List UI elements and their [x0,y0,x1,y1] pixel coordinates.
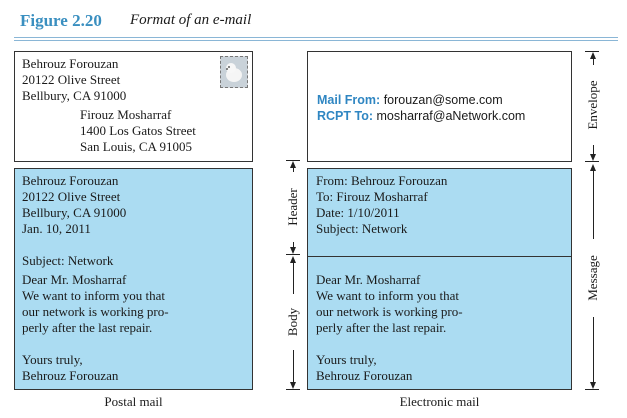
rcpt-to-value: mosharraf@aNetwork.com [377,109,526,123]
postal-sender-line: 20122 Olive Street [22,72,120,88]
envelope-bracket-bottom [585,161,599,162]
email-body-line: our network is working pro- [316,304,463,320]
body-arrow-down [290,382,296,389]
email-body-line: We want to inform you that [316,288,459,304]
letter-line: our network is working pro- [22,304,169,320]
email-header-line: From: Behrouz Forouzan [316,173,447,189]
letter-line: Dear Mr. Mosharraf [22,272,126,288]
body-bracket-bottom [286,389,300,390]
postal-sender-line: Bellbury, CA 91000 [22,88,126,104]
email-header-line: Date: 1/10/2011 [316,205,400,221]
letter-line: Yours truly, [22,352,83,368]
rcpt-to-label: RCPT To: [317,109,373,123]
header-arrow-down [290,247,296,254]
header-rule [14,40,618,41]
polar-bear-icon [221,57,247,87]
message-bracket-bottom [585,389,599,390]
postal-sender-line: Behrouz Forouzan [22,56,118,72]
letter-line: Jan. 10, 2011 [22,221,91,237]
mail-from-value: forouzan@some.com [384,93,503,107]
letter-line: Behrouz Forouzan [22,173,118,189]
header-body-divider [307,256,572,257]
email-body-line: Yours truly, [316,352,377,368]
letter-line: We want to inform you that [22,288,165,304]
figure-number: Figure 2.20 [20,11,102,31]
email-body-line: perly after the last repair. [316,320,446,336]
envelope-arrow-down [590,154,596,161]
postal-recipient-line: 1400 Los Gatos Street [80,123,196,139]
postal-caption: Postal mail [14,394,253,410]
figure-header: Figure 2.20 Format of an e-mail [14,6,614,34]
message-label: Message [585,239,601,317]
stamp-icon [220,56,248,88]
message-arrow-down [590,382,596,389]
envelope-label: Envelope [585,65,601,145]
header-label: Header [285,172,301,242]
header-bracket-bottom [286,254,300,255]
electronic-caption: Electronic mail [307,394,572,410]
letter-line: 20122 Olive Street [22,189,120,205]
rcpt-to-line: RCPT To: mosharraf@aNetwork.com [317,108,525,124]
email-header-line: To: Firouz Mosharraf [316,189,428,205]
mail-from-line: Mail From: forouzan@some.com [317,92,503,108]
letter-line: Behrouz Forouzan [22,368,118,384]
body-label: Body [285,294,301,350]
letter-line: Bellbury, CA 91000 [22,205,126,221]
email-body-line: Behrouz Forouzan [316,368,412,384]
postal-recipient-line: Firouz Mosharraf [80,107,171,123]
header-rule [14,37,618,38]
email-body-line: Dear Mr. Mosharraf [316,272,420,288]
figure-caption: Format of an e-mail [130,12,251,29]
letter-line: perly after the last repair. [22,320,152,336]
postal-recipient-line: San Louis, CA 91005 [80,139,192,155]
letter-line: Subject: Network [22,253,113,269]
mail-from-label: Mail From: [317,93,380,107]
email-header-line: Subject: Network [316,221,407,237]
